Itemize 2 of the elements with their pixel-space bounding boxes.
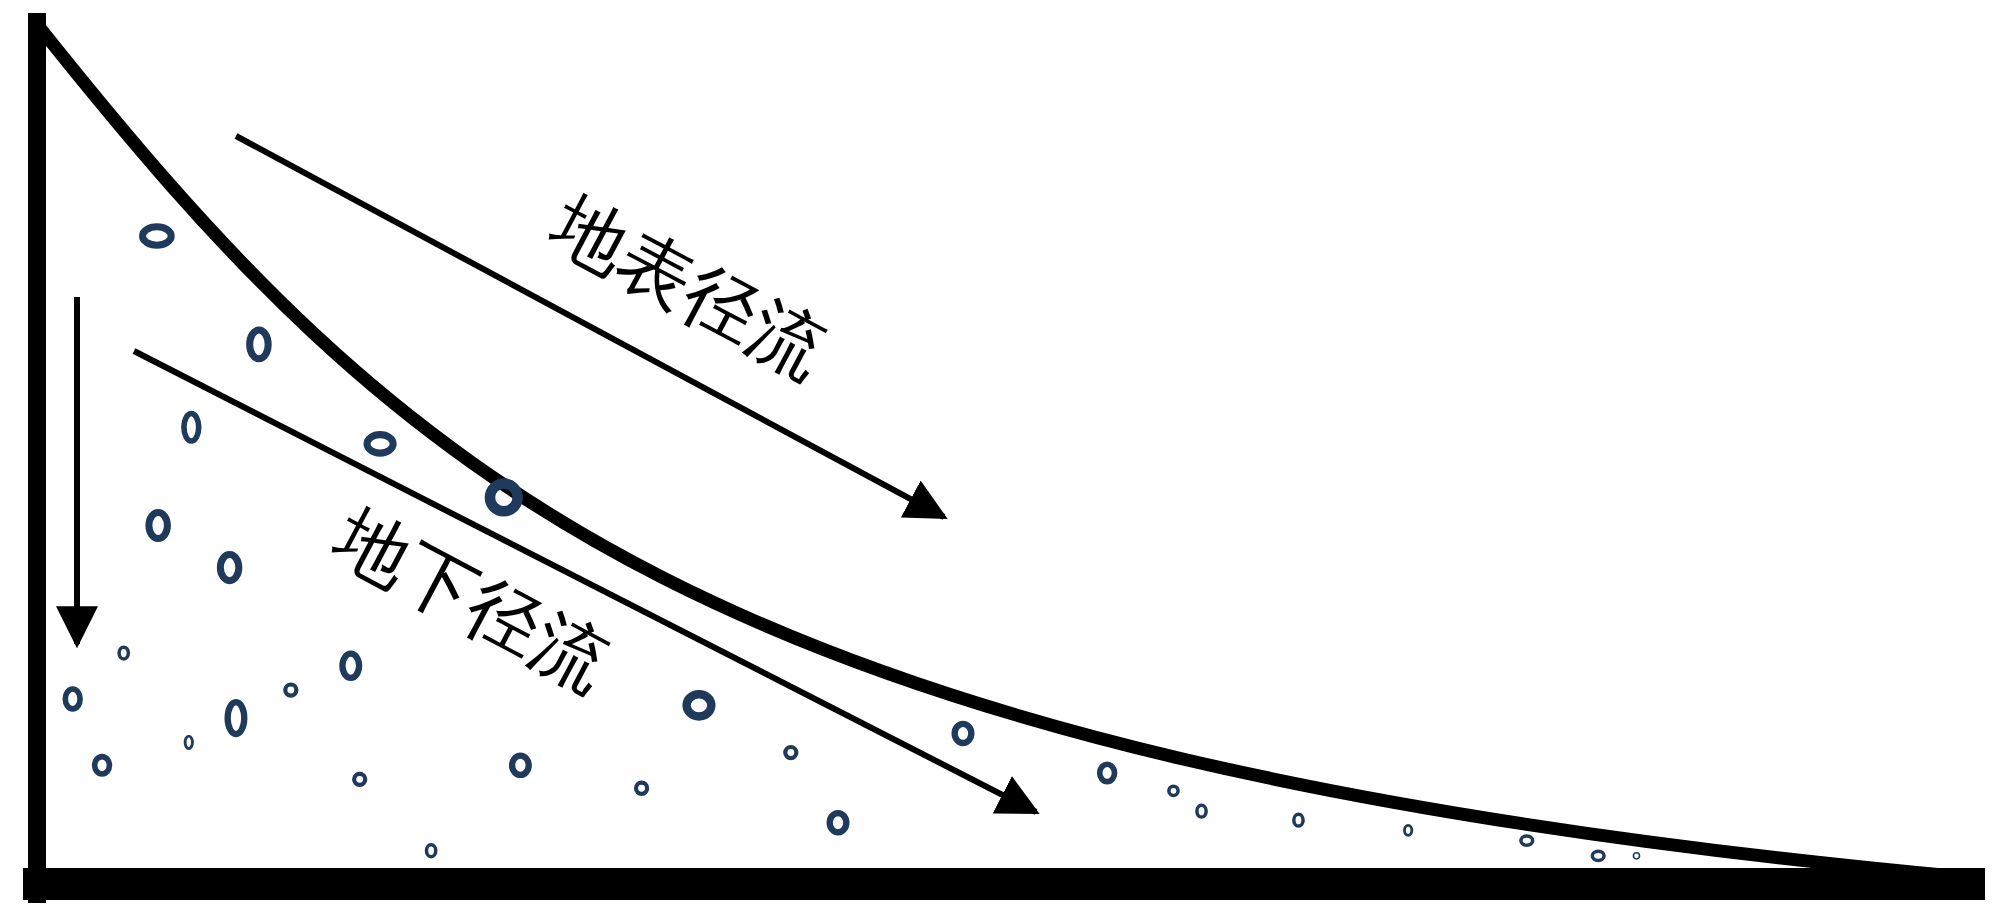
runoff-label: 地下径流 (323, 497, 621, 703)
runoff-label: 地表径流 (540, 184, 838, 390)
